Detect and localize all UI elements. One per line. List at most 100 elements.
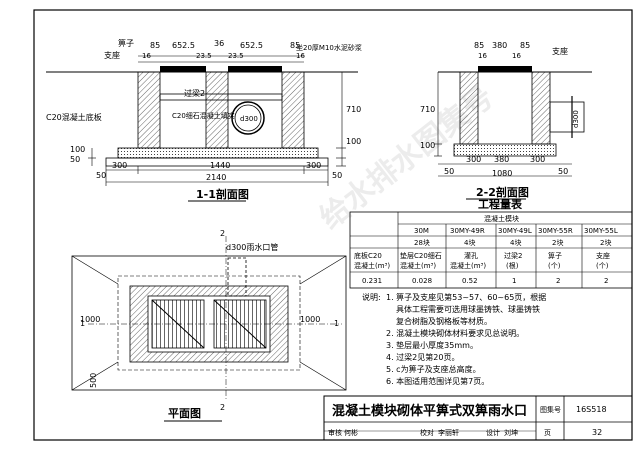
note-6: 6. 本图适用范围详见第7页。 — [386, 376, 489, 386]
note-2: 2. 混凝土模块砌体材料要求见总说明。 — [386, 328, 524, 338]
dim-100-left: 100 — [70, 145, 85, 154]
table-h-support-1: 支座 — [596, 251, 610, 260]
table-h-grate-2: (个) — [548, 262, 561, 270]
concrete-base-slab — [117, 147, 319, 159]
checker-name: 李丽轩 — [438, 428, 459, 437]
table-v-3: 1 — [512, 277, 516, 285]
s22-dim-380-b: 380 — [494, 155, 509, 164]
atlas-number: 16S518 — [576, 405, 607, 414]
section-1-1: 箅子 支座 85 652.5 36 652.5 85 16 23.5 23.5 … — [46, 38, 362, 202]
dim-100: 100 — [346, 137, 361, 146]
designer-name: 刘坤 — [504, 428, 518, 437]
section-1-1-title: 1-1剖面图 — [196, 187, 249, 201]
s22-label-grate: 支座 — [552, 46, 568, 56]
s22-dim-300-b: 300 — [530, 155, 545, 164]
plan-outlet-pipe — [227, 257, 247, 297]
dim-652-5-right: 652.5 — [240, 41, 263, 50]
dim-50-a: 50 — [96, 171, 106, 180]
dim-50-bottom: 50 — [70, 155, 80, 164]
s22-dim-380: 380 — [492, 41, 507, 50]
plan-cut-2-top: 2 — [220, 229, 225, 238]
section-2-2: 支座 85 380 85 16 16 710 100 50 300 380 30… — [420, 41, 592, 200]
table-h-support-2: (个) — [596, 262, 609, 270]
s22-pipe-d300: d300 — [572, 110, 580, 128]
s22-dim-50-b: 50 — [558, 167, 568, 176]
drawing-title: 混凝土模块砌体平箅式双箅雨水口 — [332, 403, 527, 419]
table-col-30m: 30M — [414, 227, 429, 235]
table-h-grate-1: 箅子 — [548, 251, 562, 260]
plan-cut-1-right: 1 — [334, 319, 339, 328]
table-h-grout-2: 混凝土(m³) — [450, 261, 486, 270]
right-block-wall — [281, 71, 305, 149]
s22-dim-16-b: 16 — [512, 52, 521, 60]
label-fill: C20细石混凝土填实 — [172, 111, 235, 120]
atlas-number-label: 图集号 — [540, 405, 561, 414]
label-grate: 箅子 — [118, 38, 134, 48]
s22-dim-85-a: 85 — [474, 41, 484, 50]
s22-dim-300-a: 300 — [466, 155, 481, 164]
dim-50-b: 50 — [332, 171, 342, 180]
table-col-49l: 30MY-49L — [498, 227, 532, 235]
note-1a: 1. 箅子及支座见第53~57、60~65页，根据 — [386, 292, 546, 302]
label-base-slab: C20混凝土底板 — [46, 112, 102, 122]
s22-grate — [478, 66, 532, 72]
note-3: 3. 垫层最小厚度35mm。 — [386, 340, 478, 350]
plan-cut-2-bottom: 2 — [220, 403, 225, 412]
s22-dim-1080: 1080 — [492, 169, 512, 178]
page-number: 32 — [592, 428, 602, 437]
outlet-pipe-section — [231, 101, 265, 135]
dim-1440: 1440 — [210, 161, 230, 170]
table-h-slab-1: 底板C20 — [354, 251, 382, 260]
dim-300-left: 300 — [112, 161, 127, 170]
plan-outer-boundary — [71, 255, 347, 391]
dim-652-5-left: 652.5 — [172, 41, 195, 50]
dim-2140: 2140 — [206, 173, 226, 182]
note-5: 5. c为箅子及支座总高度。 — [386, 364, 481, 374]
table-count-1: 4块 — [464, 238, 475, 247]
table-count-0: 28块 — [414, 238, 430, 247]
plan-cut-1-left: 1 — [80, 319, 85, 328]
middle-block-wall — [205, 71, 229, 149]
dim-23-5-a: 23.5 — [196, 52, 212, 60]
table-h-fill-2: 混凝土(m³) — [400, 261, 436, 270]
title-block: 混凝土模块砌体平箅式双箅雨水口 图集号 16S518 页 32 审核 何彬 校对… — [323, 395, 633, 441]
table-h-lintel-2: (根) — [506, 261, 519, 270]
table-h-slab-2: 混凝土(m³) — [354, 261, 390, 270]
dim-300-right: 300 — [306, 161, 321, 170]
s22-right-wall — [531, 71, 551, 145]
s22-left-wall — [459, 71, 479, 145]
quantity-table: 工程量表 混凝土模块 30M 30MY-49R 30MY-49L 30MY-55… — [349, 197, 633, 289]
table-v-5: 2 — [604, 277, 608, 285]
note-1c: 复合树脂及钢格板等材质。 — [396, 316, 492, 326]
s22-slab — [453, 143, 557, 157]
notes-block: 说明: 1. 箅子及支座见第53~57、60~65页，根据 具体工程需要可选用球… — [362, 292, 546, 386]
dim-85: 85 — [150, 41, 160, 50]
table-h-grout-1: 灌孔 — [464, 251, 478, 260]
plan-dim-1000-left: 1000 — [80, 315, 100, 324]
plan-view: 2 2 1 1 d300雨水口管 1000 1000 500 平面图 — [71, 229, 347, 422]
dim-16-a: 16 — [142, 52, 151, 60]
dim-85-right: 85 — [290, 41, 300, 50]
grate-right — [228, 66, 282, 72]
table-v-2: 0.52 — [462, 277, 478, 285]
note-1b: 具体工程需要可选用球墨铸铁、球墨铸铁 — [396, 304, 540, 314]
table-v-4: 2 — [556, 277, 560, 285]
table-count-2: 4块 — [510, 238, 521, 247]
design-label: 设计 — [486, 428, 500, 437]
table-col-49r: 30MY-49R — [450, 227, 485, 235]
dim-16-b: 16 — [296, 52, 305, 60]
dim-36: 36 — [214, 39, 224, 48]
grate-left — [160, 66, 206, 72]
quantity-table-title: 工程量表 — [478, 197, 523, 211]
s22-dim-100: 100 — [420, 141, 435, 150]
page-label: 页 — [544, 429, 551, 437]
s22-outlet-pipe — [549, 101, 585, 133]
table-count-4: 2块 — [600, 238, 611, 247]
table-h-lintel-1: 过梁2 — [504, 251, 522, 260]
check-label: 校对 — [420, 428, 434, 437]
plan-dim-500: 500 — [89, 373, 98, 388]
table-col-55l: 30MY-55L — [584, 227, 618, 235]
table-v-1: 0.028 — [412, 277, 432, 285]
plan-title: 平面图 — [168, 407, 201, 420]
